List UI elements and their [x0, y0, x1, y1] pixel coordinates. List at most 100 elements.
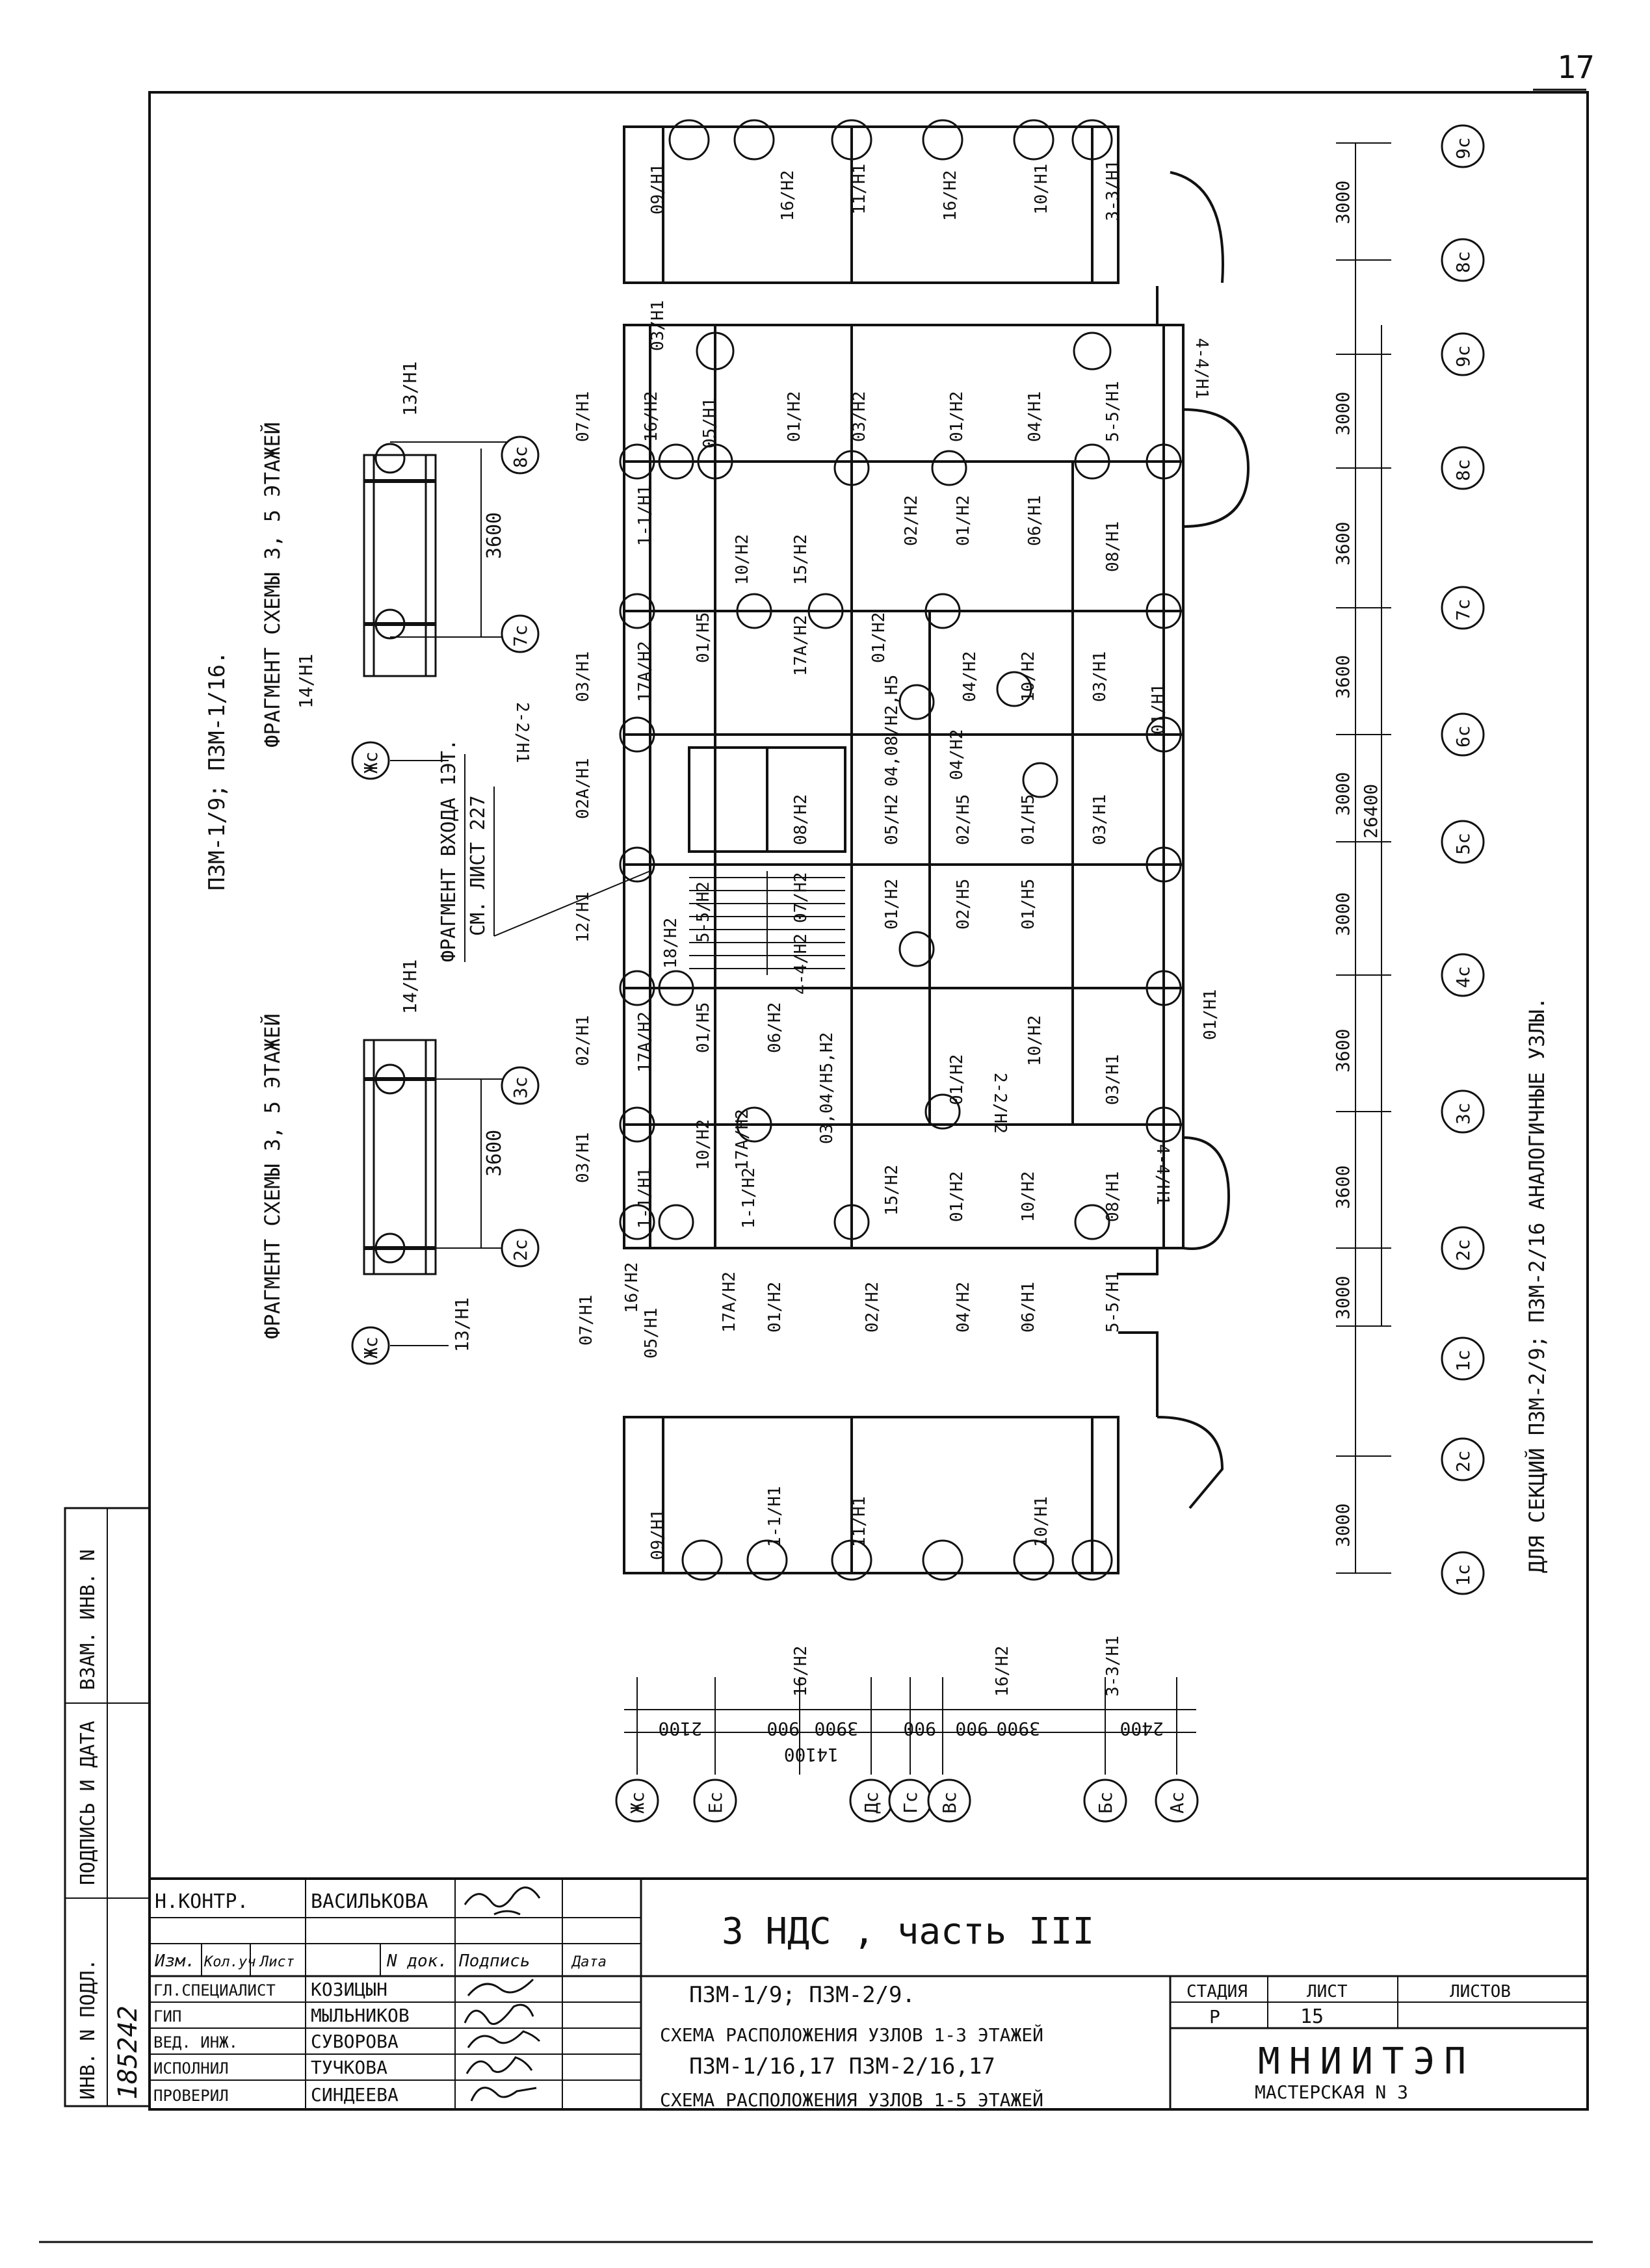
node-label: 5-5/Н1 [1103, 381, 1123, 442]
node-label: 4-4/Н1 [1192, 338, 1211, 399]
axis-bubble-upper-8c: 8с [510, 446, 531, 468]
node-label: 15/Н2 [882, 1165, 902, 1216]
node-label: 01/Н2 [882, 879, 902, 930]
node-markers [619, 119, 1182, 1581]
dim-label: 3000 [1332, 893, 1354, 936]
signatures [464, 1978, 541, 2102]
node-label: 16/Н2 [941, 170, 960, 221]
project-title: 3 НДС , часть III [722, 1910, 1094, 1953]
node-label: 1-1/Н1 [765, 1486, 785, 1547]
node-label: 02/Н2 [863, 1282, 882, 1333]
node-label: 4-4/Н1 [1153, 1144, 1172, 1205]
entrance-ref-label: СМ. ЛИСТ 227 [467, 795, 490, 936]
node-label: 01/Н5 [1019, 794, 1038, 845]
node-label: 01/Н2 [785, 391, 804, 442]
signer-name-5: СИНДЕЕВА [311, 2084, 399, 2105]
fragment-upper [363, 441, 507, 677]
fragment-lower-node-14: 14/Н1 [399, 959, 421, 1014]
stamp-podpis-data: ПОДПИСЬ И ДАТА [77, 1721, 99, 1885]
node-label: 1-1/Н1 [635, 1167, 655, 1229]
overall-letter-dim-label: 14100 [784, 1744, 839, 1766]
node-label: 01/Н2 [947, 1171, 967, 1222]
node-label: 01/Н1 [1201, 989, 1220, 1040]
node-label: 1-1/Н2 [739, 1167, 759, 1229]
axis-bubble: 9с [1452, 345, 1474, 367]
node-label: 12/Н1 [573, 892, 593, 943]
fragment-lower-node-13: 13/Н1 [451, 1297, 473, 1352]
dim-label: 3000 [1332, 1504, 1354, 1547]
title-block: Н.КОНТР. ВАСИЛЬКОВА Изм. Кол.уч Лист N д… [148, 1877, 1589, 2111]
side-note: ДЛЯ СЕКЦИЙ ПЗМ-2/9; ПЗМ-2/16 АНАЛОГИЧНЫЕ… [1525, 997, 1549, 1573]
dim-label: 2400 [1120, 1718, 1164, 1740]
stamp-inv-value: 185242 [113, 2006, 143, 2100]
node-label: 08/Н1 [1103, 1171, 1123, 1222]
fragment-lower-dim: 3600 [483, 1130, 506, 1177]
node-label: 04/Н2 [960, 651, 980, 702]
signer-role-2: ГИП [153, 2007, 181, 2026]
stage-label: СТАДИЯ [1186, 1982, 1248, 2001]
dim-label: 3900 [815, 1718, 858, 1740]
fragment-lower-label: ФРАГМЕНТ СХЕМЫ 3, 5 ЭТАЖЕЙ [260, 1013, 285, 1339]
signer-role-1: ГЛ.СПЕЦИАЛИСТ [153, 1981, 276, 2000]
fragment-upper-axes: 8с 7с Жс 14/Н1 13/Н1 [295, 361, 540, 780]
node-label: 05/Н1 [642, 1308, 661, 1359]
axis-bubble: 1с [1452, 1349, 1474, 1372]
node-label: 10/Н2 [1019, 1171, 1038, 1222]
stamp-vzam-inv: ВЗАМ. ИНВ. N [77, 1549, 99, 1690]
node-label: 08/Н1 [1103, 521, 1123, 572]
node-label: 15/Н2 [791, 534, 811, 585]
node-label: 03/Н1 [1103, 1054, 1123, 1105]
axis-bubble: Дс [861, 1792, 882, 1814]
node-label: 04,08/Н2,Н5 [882, 675, 902, 787]
node-label: 06/Н1 [1025, 495, 1045, 546]
axis-bubble-lower-3c: 3с [510, 1076, 531, 1099]
axis-bubble-lower-2c: 2с [510, 1239, 531, 1261]
node-label: 01/Н5 [1019, 879, 1038, 930]
header-izm: Изм. [154, 1951, 196, 1971]
axis-bubble: 8с [1452, 459, 1474, 481]
signer-role-4: ИСПОЛНИЛ [153, 2059, 229, 2078]
node-label: 10/Н2 [733, 534, 752, 585]
floor-plan [623, 125, 1250, 1574]
axis-bubble: 9с [1452, 137, 1474, 159]
node-label: 03/Н1 [573, 1132, 593, 1183]
axis-bubble: 6с [1452, 725, 1474, 748]
node-label: 03/Н1 [1090, 794, 1110, 845]
sheet-value: 15 [1300, 2005, 1324, 2028]
axis-bubble: Ас [1166, 1792, 1188, 1814]
drawing-line-2: СХЕМА РАСПОЛОЖЕНИЯ УЗЛОВ 1-3 ЭТАЖЕЙ [660, 2024, 1043, 2046]
axis-bubble-upper-zh: Жс [360, 751, 382, 774]
node-label: 16/Н2 [791, 1646, 811, 1697]
header-list: Лист [259, 1954, 295, 1970]
node-label: 01/Н2 [947, 391, 967, 442]
axis-bubble: Бс [1095, 1792, 1116, 1814]
node-label: 07/Н2 [791, 872, 811, 923]
node-label: 02/Н2 [902, 495, 921, 546]
node-label: 07/Н1 [577, 1295, 596, 1346]
node-label: 01/Н2 [947, 1054, 967, 1105]
node-label: 03/Н2 [850, 391, 869, 442]
dim-label: 900 [903, 1718, 936, 1740]
fragment-upper-label: ФРАГМЕНТ СХЕМЫ 3, 5 ЭТАЖЕЙ [260, 422, 285, 748]
node-label: 17А/Н2 [791, 615, 811, 676]
axis-bubble: 2с [1452, 1239, 1474, 1261]
numeric-dimension-labels: 3000 3000 3600 3600 3000 3000 3600 3600 … [1332, 181, 1382, 1547]
node-label: 2-2/Н1 [512, 702, 532, 763]
node-label: 05/Н2 [882, 794, 902, 845]
node-label: 01/Н1 [1149, 684, 1168, 735]
axis-bubble: 5с [1452, 833, 1474, 855]
node-label: 04/Н1 [1025, 391, 1045, 442]
fragment-upper-node-14: 14/Н1 [295, 654, 317, 709]
node-label: 03/Н1 [573, 651, 593, 702]
node-label: 5-5/Н2 [694, 881, 713, 943]
page-number: 17 [1557, 49, 1595, 86]
node-label: 05/Н1 [700, 398, 720, 449]
signer-name-3: СУВОРОВА [311, 2031, 399, 2052]
axis-bubble: 1с [1452, 1564, 1474, 1586]
node-label: 02/Н1 [573, 1015, 593, 1066]
org-sub: МАСТЕРСКАЯ N 3 [1255, 2081, 1408, 2103]
norm-control-role: Н.КОНТР. [155, 1890, 249, 1913]
node-label: 08/Н2 [791, 794, 811, 845]
stamp-inv-podl: ИНВ. N ПОДЛ. [77, 1959, 99, 2100]
